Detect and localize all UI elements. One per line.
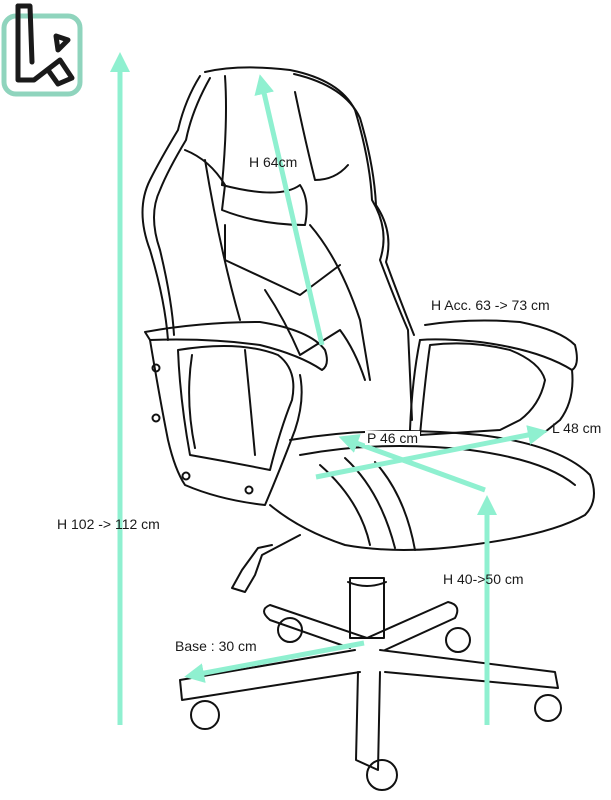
backrest-height-arrow — [254, 74, 325, 346]
armrest-height-label: H Acc. 63 -> 73 cm — [431, 297, 550, 313]
total-height-label: H 102 -> 112 cm — [57, 516, 160, 532]
brand-logo-icon — [1, 3, 83, 97]
seat-width-arrow — [315, 425, 548, 480]
seat-height-label: H 40->50 cm — [443, 571, 524, 587]
base-label: Base : 30 cm — [175, 638, 257, 654]
backrest-height-label: H 64cm — [249, 154, 298, 170]
seat-depth-arrow — [338, 434, 486, 493]
seat-cushion — [269, 430, 595, 551]
left-armrest — [144, 321, 328, 371]
backrest-outline — [204, 66, 413, 421]
caster-wheel — [190, 700, 220, 730]
seat-depth-label: P 46 cm — [365, 430, 421, 446]
chair-base — [263, 604, 368, 649]
seat-width-label: L 48 cm — [552, 420, 602, 436]
base-arrow — [184, 640, 365, 683]
right-armrest — [419, 319, 578, 371]
